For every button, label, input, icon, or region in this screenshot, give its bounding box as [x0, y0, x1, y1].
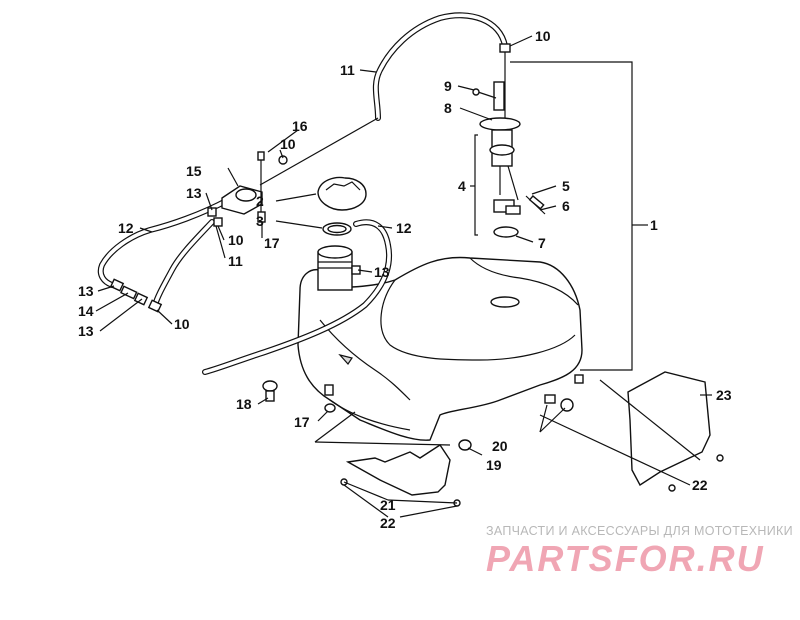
leader-lines	[95, 35, 712, 518]
callout-13-left-b: 13	[78, 323, 94, 339]
callout-7: 7	[538, 235, 546, 251]
heat-shield-lower	[345, 444, 451, 496]
callout-6: 6	[562, 198, 570, 214]
callout-13-left-a: 13	[78, 283, 94, 299]
watermark-tagline: ЗАПЧАСТИ И АКСЕССУАРЫ ДЛЯ МОТОТЕХНИКИ	[486, 524, 793, 538]
callout-12-right: 12	[396, 220, 412, 236]
leader-hose-to-valve	[259, 117, 379, 186]
fuel-pump-assembly	[472, 43, 546, 238]
callout-15: 15	[186, 163, 202, 179]
callout-16: 16	[292, 118, 308, 134]
callout-10-bottom: 10	[174, 316, 190, 332]
filler-vent-hose	[202, 219, 393, 375]
vent-hose-upper	[372, 12, 508, 121]
fuel-tank	[297, 245, 584, 441]
callout-1: 1	[650, 217, 658, 233]
callout-13-neck: 13	[374, 264, 390, 280]
callout-10-left: 10	[228, 232, 244, 248]
callout-12-left: 12	[118, 220, 134, 236]
callout-11-top: 11	[340, 62, 355, 78]
leader-shield-lower	[314, 411, 356, 443]
callout-2: 2	[256, 193, 264, 209]
callout-13-valve: 13	[186, 185, 202, 201]
callout-5: 5	[562, 178, 570, 194]
leader-bracket-1	[510, 61, 633, 371]
callout-10-valve: 10	[280, 136, 296, 152]
callout-4: 4	[458, 178, 466, 194]
rollover-valve	[207, 151, 288, 227]
callout-10-top: 10	[535, 28, 551, 44]
callout-11-left: 11	[228, 253, 243, 269]
heat-shield-right	[627, 371, 711, 487]
left-hose-assembly	[97, 197, 231, 308]
fuel-cap	[317, 176, 367, 236]
callout-23: 23	[716, 387, 732, 403]
callout-9: 9	[444, 78, 452, 94]
callout-18: 18	[236, 396, 252, 412]
callout-22-right: 22	[692, 477, 708, 493]
watermark-logo: PARTSFOR.RU	[486, 538, 765, 579]
callout-8: 8	[444, 100, 452, 116]
callout-17-valve: 17	[264, 235, 280, 251]
callout-3: 3	[256, 213, 264, 229]
hose-fittings-left	[109, 278, 163, 313]
callout-22-lower: 22	[380, 515, 396, 531]
callout-17-tank: 17	[294, 414, 310, 430]
callout-20: 20	[492, 438, 508, 454]
callout-labels: 1 2 3 4 5 6 7 8 9 10 10 10 10 11 11 12 1…	[78, 28, 732, 531]
callout-21: 21	[380, 497, 396, 513]
callout-14: 14	[78, 303, 94, 319]
callout-19: 19	[486, 457, 502, 473]
